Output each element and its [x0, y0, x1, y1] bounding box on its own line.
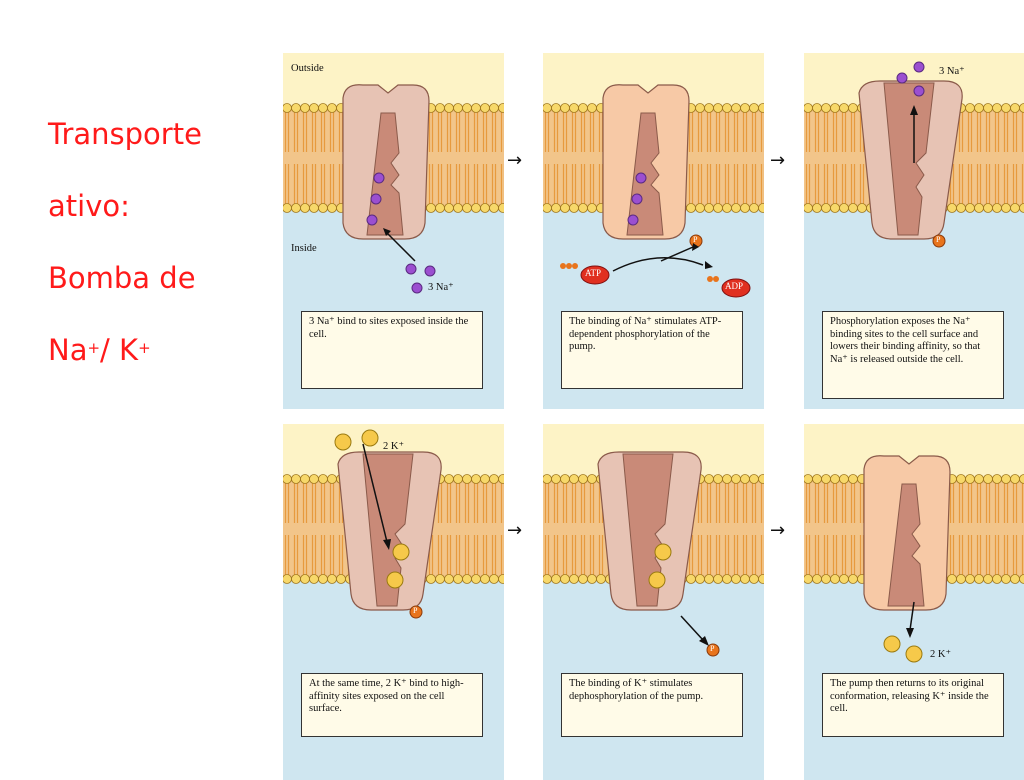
panel-2-caption: The binding of Na⁺ stimulates ATP-depend… — [561, 311, 743, 389]
arrow-4-to-5: → — [507, 520, 522, 541]
panel-step-2: ATP ADP P The binding of Na⁺ stimulates … — [543, 53, 764, 409]
atp-label: ATP — [585, 268, 601, 278]
panel-1-caption: 3 Na⁺ bind to sites exposed inside the c… — [301, 311, 483, 389]
phosphate-label: P — [693, 235, 697, 244]
panel-step-1: Outside Inside 3 Na⁺ 3 Na⁺ bind to sites… — [283, 53, 504, 409]
sodium-ion-label: 3 Na⁺ — [428, 281, 454, 293]
panel-3-caption: Phosphorylation exposes the Na⁺ binding … — [822, 311, 1004, 399]
phosphate-label: P — [936, 235, 940, 244]
arrow-2-to-3: → — [770, 150, 785, 171]
panel-step-4: 2 K⁺ P At the same time, 2 K⁺ bind to hi… — [283, 424, 504, 780]
panel-step-6: 2 K⁺ The pump then returns to its origin… — [804, 424, 1024, 780]
potassium-ion-label: 2 K⁺ — [383, 440, 404, 452]
phosphate-label: P — [710, 644, 714, 653]
inside-label: Inside — [291, 243, 317, 254]
arrow-5-to-6: → — [770, 520, 785, 541]
outside-label: Outside — [291, 63, 324, 74]
arrow-1-to-2: → — [507, 150, 522, 171]
sodium-ion-label: 3 Na⁺ — [939, 65, 965, 77]
title-line-2: ativo: — [48, 188, 202, 224]
panel-step-5: P The binding of K⁺ stimulates dephospho… — [543, 424, 764, 780]
panel-4-caption: At the same time, 2 K⁺ bind to high-affi… — [301, 673, 483, 737]
title-na-charge: + — [87, 339, 100, 357]
potassium-ion-label: 2 K⁺ — [930, 648, 951, 660]
title-line-3: Bomba de — [48, 260, 202, 296]
panel-6-caption: The pump then returns to its original co… — [822, 673, 1004, 737]
title-line-1: Transporte — [48, 116, 202, 152]
title-na: Na — [48, 333, 87, 367]
panel-step-3: 3 Na⁺ P Phosphorylation exposes the Na⁺ … — [804, 53, 1024, 409]
title-k-charge: + — [138, 339, 151, 357]
slide-title: Transporte ativo: Bomba de Na+/ K+ — [48, 80, 202, 404]
phosphate-label: P — [413, 606, 417, 615]
title-k: / K — [100, 333, 138, 367]
panel-5-caption: The binding of K⁺ stimulates dephosphory… — [561, 673, 743, 737]
title-line-4: Na+/ K+ — [48, 332, 202, 368]
adp-label: ADP — [725, 281, 743, 291]
